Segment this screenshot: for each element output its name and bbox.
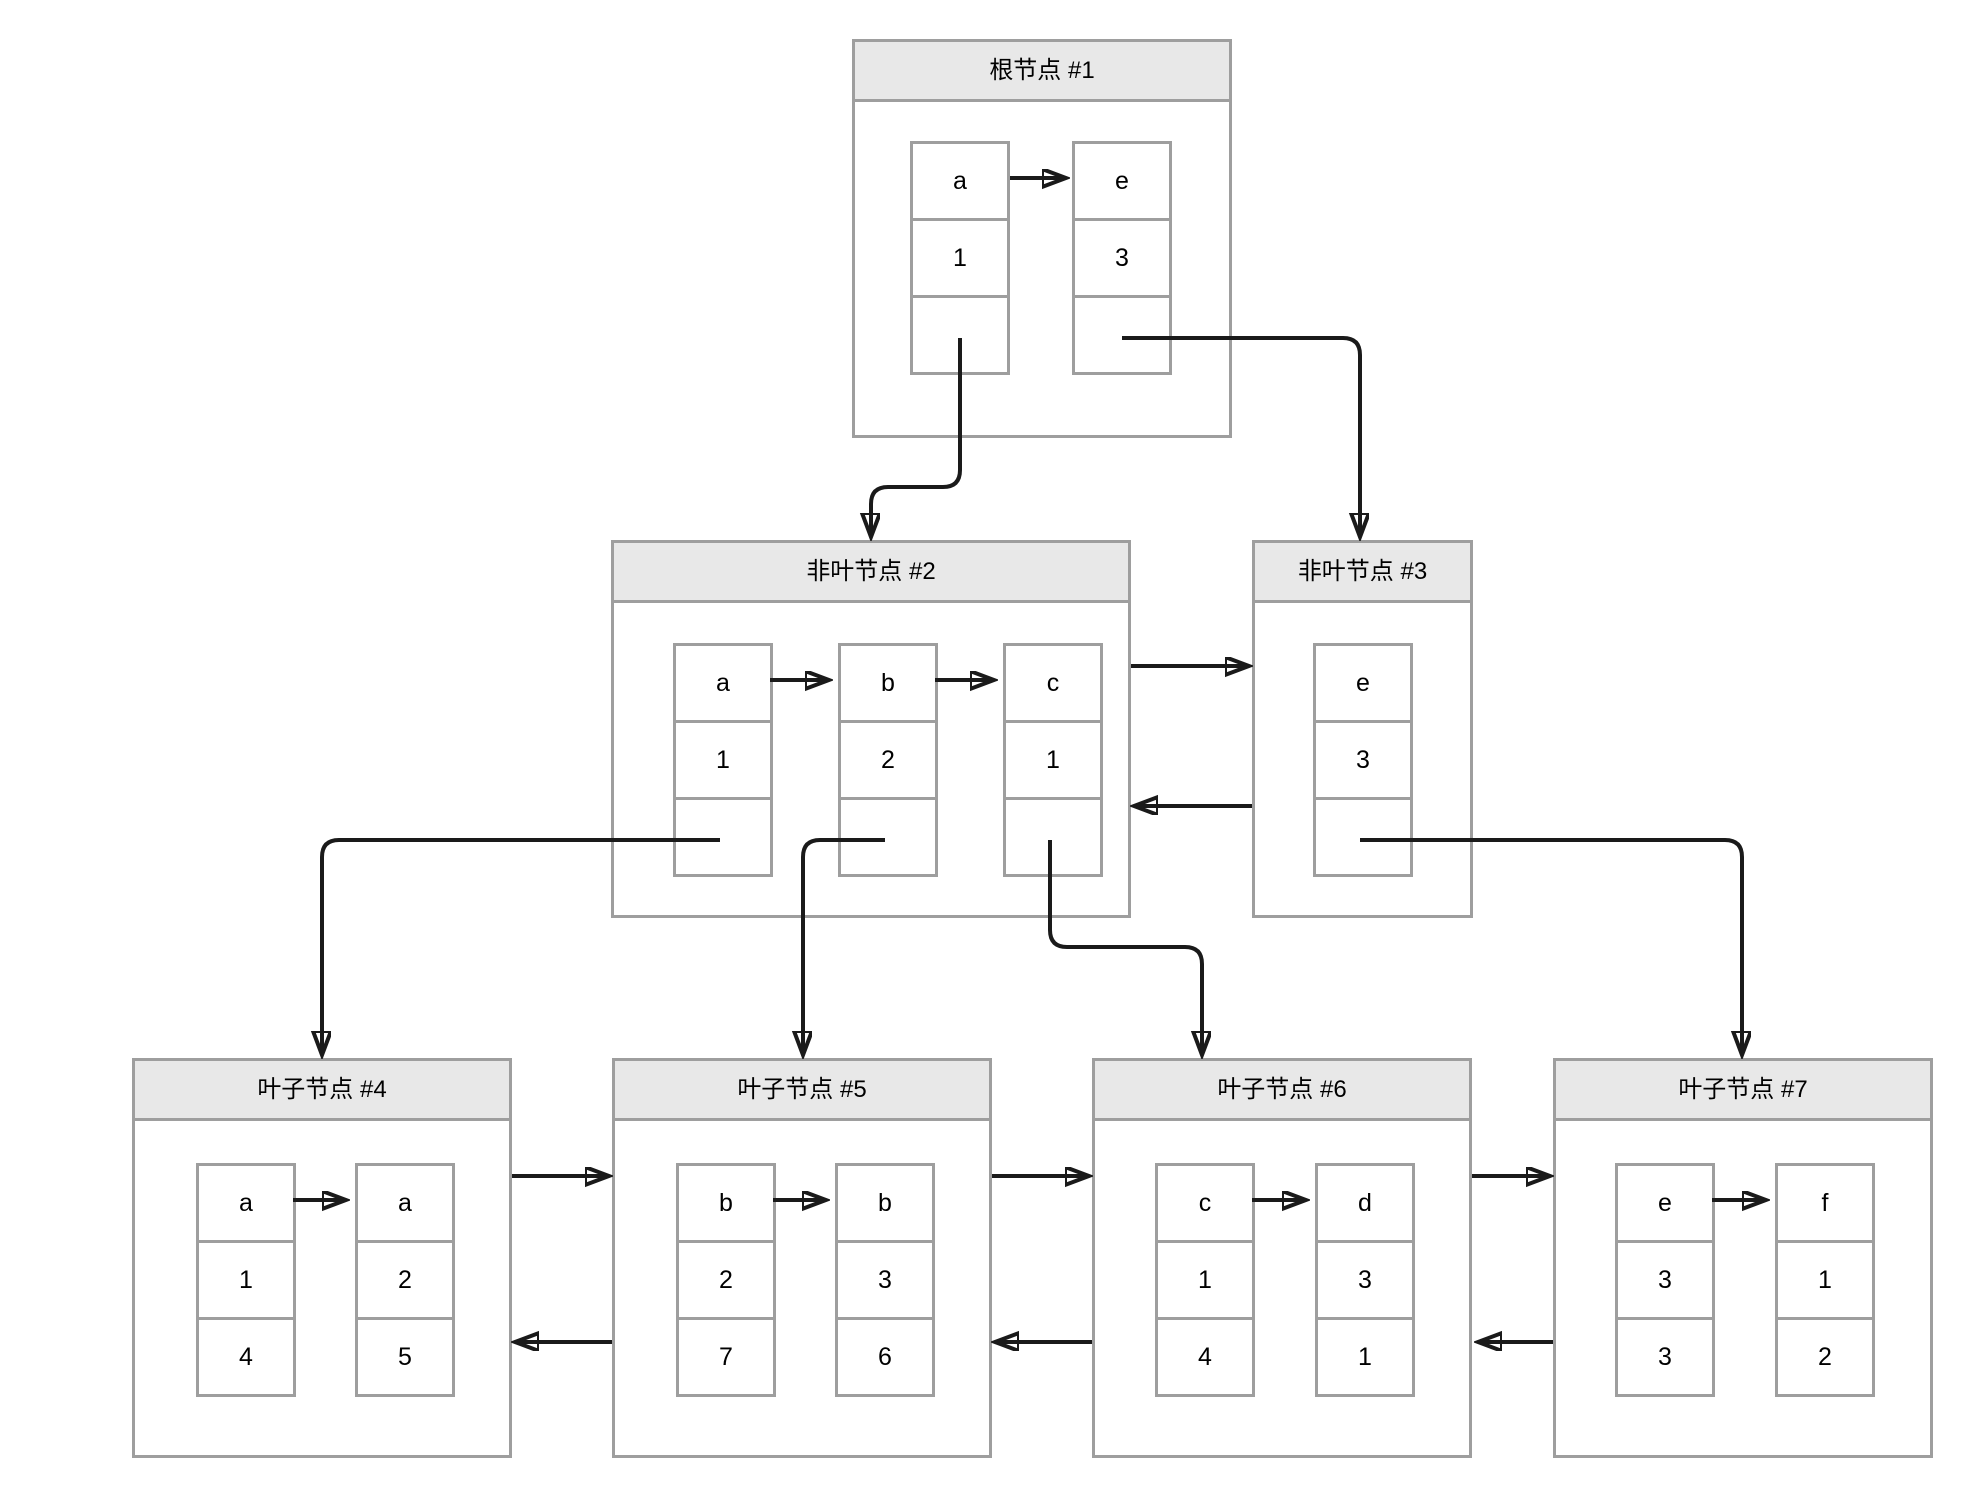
cell-value: 1	[1775, 1240, 1875, 1320]
cell-value: 1	[1003, 720, 1103, 800]
cell-key: a	[196, 1163, 296, 1243]
record-cell: e 3 3	[1615, 1163, 1715, 1397]
cell-key: a	[910, 141, 1010, 221]
cell-value: 2	[355, 1240, 455, 1320]
record-cell: b 2	[838, 643, 938, 877]
cell-value: 4	[1155, 1317, 1255, 1397]
cell-key: f	[1775, 1163, 1875, 1243]
cell-value: 3	[1072, 218, 1172, 298]
record-cell: a 2 5	[355, 1163, 455, 1397]
node-leaf-5-title: 叶子节点 #5	[615, 1061, 989, 1121]
cell-value: 1	[1315, 1317, 1415, 1397]
cell-pointer	[1072, 295, 1172, 375]
cell-value: 2	[1775, 1317, 1875, 1397]
cell-value: 1	[196, 1240, 296, 1320]
cell-value: 3	[1313, 720, 1413, 800]
record-cell: a 1	[910, 141, 1010, 375]
cell-pointer	[910, 295, 1010, 375]
cell-value: 5	[355, 1317, 455, 1397]
cell-key: e	[1072, 141, 1172, 221]
record-cell: d 3 1	[1315, 1163, 1415, 1397]
cell-value: 2	[838, 720, 938, 800]
cell-value: 3	[1615, 1240, 1715, 1320]
record-cell: c 1	[1003, 643, 1103, 877]
node-leaf-4-title: 叶子节点 #4	[135, 1061, 509, 1121]
node-internal-2: 非叶节点 #2 a 1 b 2 c 1	[611, 540, 1131, 918]
cell-key: b	[838, 643, 938, 723]
node-leaf-5: 叶子节点 #5 b 2 7 b 3 6	[612, 1058, 992, 1458]
cell-key: c	[1003, 643, 1103, 723]
node-internal-3-title: 非叶节点 #3	[1255, 543, 1470, 603]
cell-pointer	[838, 797, 938, 877]
cell-value: 3	[1315, 1240, 1415, 1320]
cell-key: d	[1315, 1163, 1415, 1243]
node-leaf-7: 叶子节点 #7 e 3 3 f 1 2	[1553, 1058, 1933, 1458]
cell-key: b	[676, 1163, 776, 1243]
cell-value: 1	[1155, 1240, 1255, 1320]
cell-pointer	[1003, 797, 1103, 877]
record-cell: f 1 2	[1775, 1163, 1875, 1397]
node-root-title: 根节点 #1	[855, 42, 1229, 102]
record-cell: b 2 7	[676, 1163, 776, 1397]
cell-key: e	[1313, 643, 1413, 723]
node-leaf-6: 叶子节点 #6 c 1 4 d 3 1	[1092, 1058, 1472, 1458]
node-root: 根节点 #1 a 1 e 3	[852, 39, 1232, 438]
cell-value: 2	[676, 1240, 776, 1320]
cell-pointer	[1313, 797, 1413, 877]
cell-key: b	[835, 1163, 935, 1243]
record-cell: e 3	[1072, 141, 1172, 375]
node-leaf-6-title: 叶子节点 #6	[1095, 1061, 1469, 1121]
record-cell: c 1 4	[1155, 1163, 1255, 1397]
cell-value: 1	[910, 218, 1010, 298]
cell-key: a	[673, 643, 773, 723]
cell-value: 3	[835, 1240, 935, 1320]
cell-value: 3	[1615, 1317, 1715, 1397]
node-internal-2-title: 非叶节点 #2	[614, 543, 1128, 603]
cell-pointer	[673, 797, 773, 877]
record-cell: a 1 4	[196, 1163, 296, 1397]
cell-key: e	[1615, 1163, 1715, 1243]
node-leaf-7-title: 叶子节点 #7	[1556, 1061, 1930, 1121]
cell-value: 1	[673, 720, 773, 800]
node-internal-3: 非叶节点 #3 e 3	[1252, 540, 1473, 918]
record-cell: e 3	[1313, 643, 1413, 877]
record-cell: b 3 6	[835, 1163, 935, 1397]
cell-key: c	[1155, 1163, 1255, 1243]
record-cell: a 1	[673, 643, 773, 877]
cell-value: 4	[196, 1317, 296, 1397]
cell-key: a	[355, 1163, 455, 1243]
cell-value: 6	[835, 1317, 935, 1397]
node-leaf-4: 叶子节点 #4 a 1 4 a 2 5	[132, 1058, 512, 1458]
cell-value: 7	[676, 1317, 776, 1397]
